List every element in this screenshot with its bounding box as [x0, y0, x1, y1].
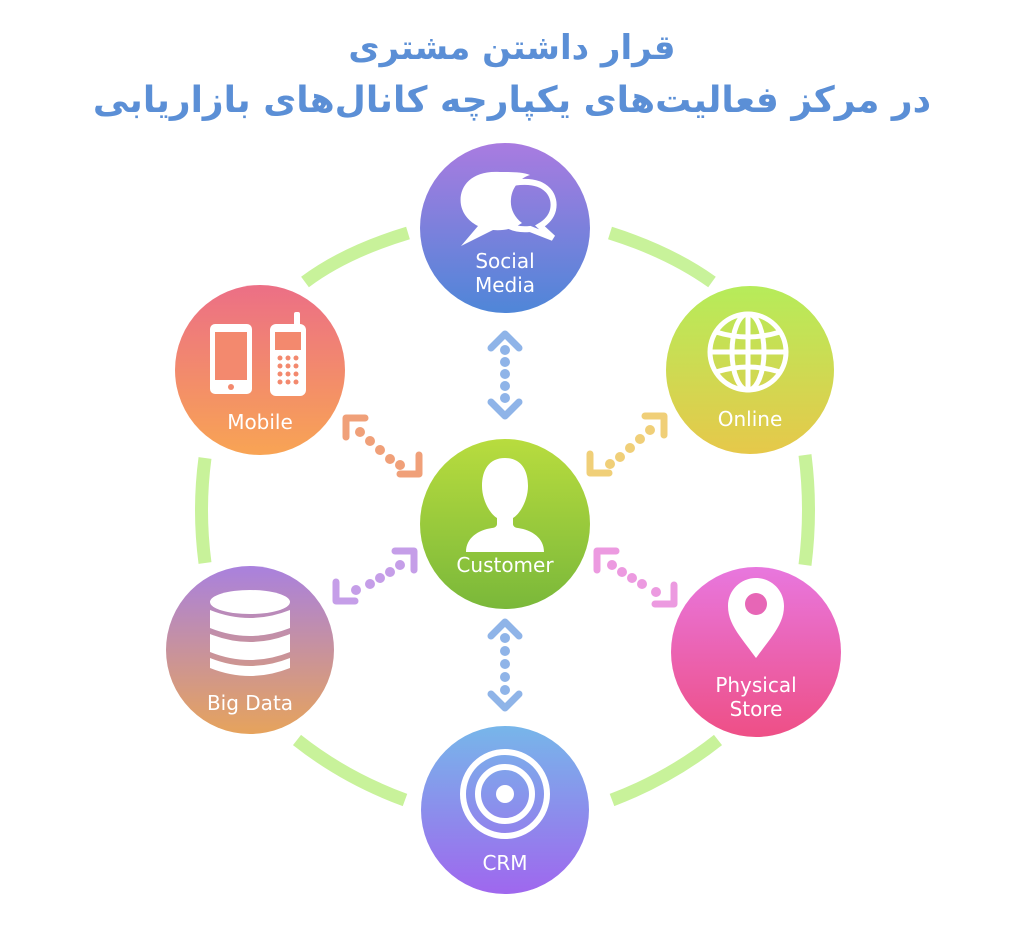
node-label-online: Online — [718, 407, 783, 431]
target-icon — [460, 749, 550, 839]
title-line-2: در مرکز فعالیت‌های یکپارچه کانال‌های باز… — [92, 80, 932, 121]
node-big-data: Big Data — [166, 566, 334, 734]
ring-segment — [292, 734, 408, 807]
chat-bubbles-icon — [460, 171, 557, 246]
node-label-bigdata: Big Data — [207, 691, 293, 715]
ring-segment — [609, 734, 723, 807]
title-line-1: قرار داشتن مشتری — [348, 28, 676, 68]
arrow-mobile — [342, 414, 423, 478]
database-icon — [210, 590, 290, 676]
node-label-store-line1: Physical — [715, 673, 796, 697]
outer-ring — [195, 226, 815, 807]
node-label-store-line2: Store — [730, 697, 783, 721]
node-label-customer: Customer — [456, 553, 554, 577]
ring-segment — [301, 226, 410, 288]
node-customer: Customer — [420, 439, 590, 609]
ring-segment — [608, 226, 716, 288]
phones-icon — [210, 312, 306, 396]
user-icon — [466, 458, 544, 552]
arrow-social — [487, 330, 523, 420]
node-social-media: Social Media — [420, 143, 590, 313]
node-label-crm: CRM — [482, 851, 527, 875]
arrow-store — [593, 547, 678, 608]
globe-icon — [707, 311, 789, 393]
arrow-online — [586, 412, 668, 477]
node-label-social-line1: Social — [475, 249, 534, 273]
node-mobile: Mobile — [175, 285, 345, 455]
arrow-bigdata — [332, 547, 418, 605]
node-label-social-line2: Media — [475, 273, 535, 297]
arrow-crm — [487, 618, 523, 712]
map-pin-icon — [728, 578, 784, 658]
ring-segment — [195, 457, 212, 564]
node-label-mobile: Mobile — [227, 410, 293, 434]
node-physical-store: Physical Store — [671, 567, 841, 737]
node-online: Online — [666, 286, 834, 454]
node-crm: CRM — [421, 726, 589, 894]
ring-segment — [798, 454, 815, 566]
